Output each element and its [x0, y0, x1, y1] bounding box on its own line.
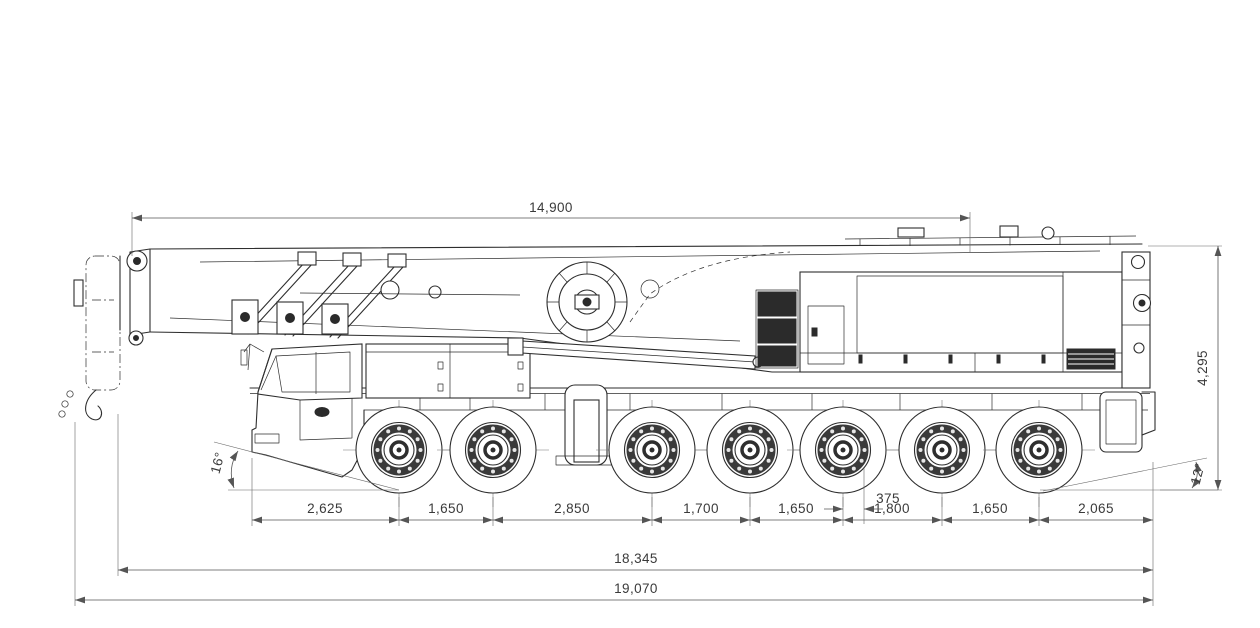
- dim-label-axle-2-3: 2,850: [554, 501, 590, 516]
- dim-label-rear-overhang: 2,065: [1078, 501, 1114, 516]
- dim-label-boom-length: 14,900: [529, 200, 573, 215]
- hook-block: [58, 255, 121, 421]
- wheel-axle-4: [694, 400, 806, 507]
- dimension-axle-row: 2,625 1,650 2,850 1,700 1,650 1,800 1,65…: [251, 458, 1154, 606]
- hoist-rope-path: [629, 251, 791, 323]
- dim-label-slew-offset: 375: [876, 491, 900, 506]
- dim-label-axle-3-4: 1,700: [683, 501, 719, 516]
- carrier-cab: [240, 343, 363, 441]
- outrigger-jack: [555, 384, 617, 466]
- vent-grille: [1066, 348, 1116, 370]
- dim-label-chassis-length: 18,345: [614, 551, 658, 566]
- dim-label-departure-angle: 12°: [1188, 461, 1208, 486]
- dim-label-axle-4-5: 1,650: [778, 501, 814, 516]
- luffing-cylinder: [507, 337, 764, 370]
- dim-label-axle-6-7: 1,650: [972, 501, 1008, 516]
- dimension-chassis-length: 18,345: [117, 414, 1153, 576]
- side-toolbox: [365, 343, 531, 399]
- dim-label-overall-height: 4,295: [1195, 350, 1210, 386]
- wheel-axle-3: [596, 400, 708, 507]
- dim-label-axle-5-6: 1,800: [874, 501, 910, 516]
- dim-label-front-overhang: 2,625: [307, 501, 343, 516]
- boom-collars: [231, 251, 407, 339]
- dimension-boom-length: 14,900: [131, 200, 971, 256]
- boom-pivot-rear: [1121, 251, 1152, 389]
- dimension-overall-length: 19,070: [74, 422, 1153, 606]
- dimension-slew-offset: 375: [824, 468, 900, 524]
- wheel-axle-2: [437, 400, 549, 507]
- superstructure-body: [799, 271, 1123, 373]
- dim-label-approach-angle: 16°: [208, 450, 228, 475]
- wheels: [343, 400, 1095, 507]
- dimension-departure-angle: 12°: [1040, 457, 1218, 492]
- dimension-overall-height: 4,295: [1148, 245, 1222, 491]
- dim-label-overall-length: 19,070: [614, 581, 658, 596]
- telescopic-boom: [119, 243, 1143, 373]
- radiator-grille: [755, 289, 799, 369]
- dim-label-axle-1-2: 1,650: [428, 501, 464, 516]
- wheel-axle-7: [983, 400, 1095, 507]
- wheel-axle-6: [886, 400, 998, 507]
- hose-reel: [546, 261, 628, 343]
- dimension-approach-angle: 16°: [208, 441, 400, 491]
- deck-equipment: [844, 225, 1137, 246]
- wheel-axle-1: [343, 400, 455, 507]
